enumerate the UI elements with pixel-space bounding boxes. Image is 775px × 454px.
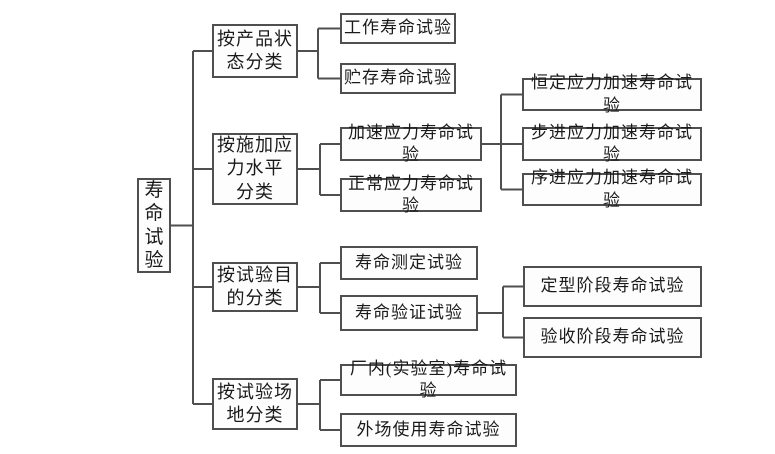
node-life-verification-test: 寿命验证试验 xyxy=(340,295,478,331)
node-by-stress-level: 按施加应 力水平 分类 xyxy=(212,133,298,205)
node-design-finalization-stage-life-test: 定型阶段寿命试验 xyxy=(523,266,702,307)
node-constant-stress-accelerated-test: 恒定应力加速寿命试验 xyxy=(522,73,702,115)
node-normal-stress-life-test: 正常应力寿命试验 xyxy=(340,174,482,215)
node-step-stress-accelerated-test: 步进应力加速寿命试验 xyxy=(522,123,702,164)
node-acceptance-stage-life-test: 验收阶段寿命试验 xyxy=(523,317,702,358)
node-by-product-state: 按产品状 态分类 xyxy=(212,24,298,78)
node-working-life-test: 工作寿命试验 xyxy=(340,13,456,44)
connector-branch-stress-level xyxy=(298,143,340,196)
connector-branch-product-state xyxy=(298,27,340,80)
connector-accelerated-subtree xyxy=(482,93,522,191)
node-life-measurement-test: 寿命测定试验 xyxy=(340,246,478,280)
connector-branch-site xyxy=(298,379,340,431)
node-field-use-life-test: 外场使用寿命试验 xyxy=(340,413,517,447)
connector-root-trunk xyxy=(171,50,212,405)
connector-verification-subtree xyxy=(478,285,523,339)
connector-branch-purpose xyxy=(298,262,340,314)
node-by-test-site: 按试验场 地分类 xyxy=(212,378,298,430)
node-progressive-stress-accelerated-test: 序进应力加速寿命试验 xyxy=(522,168,702,210)
node-life-test-root: 寿 命 试 验 xyxy=(137,178,171,273)
node-storage-life-test: 贮存寿命试验 xyxy=(340,63,456,94)
node-by-test-purpose: 按试验目 的分类 xyxy=(212,262,298,312)
node-in-factory-lab-life-test: 厂内(实验室)寿命试验 xyxy=(340,359,517,400)
node-accelerated-stress-life-test: 加速应力寿命试验 xyxy=(340,123,482,164)
